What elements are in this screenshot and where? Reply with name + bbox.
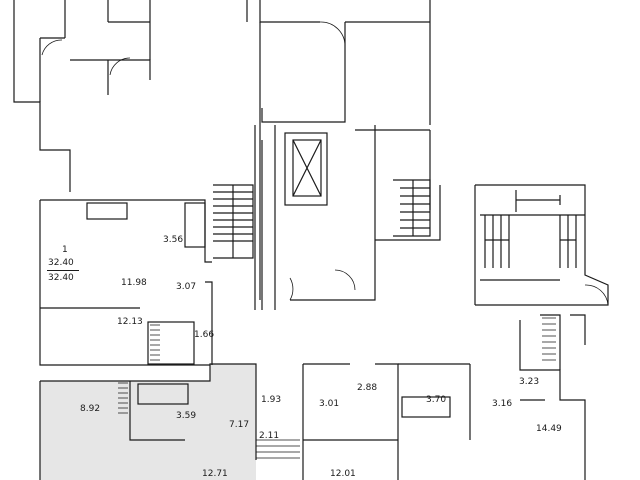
- room-area-label: 3.70: [426, 395, 447, 405]
- room-area-label: 12.13: [117, 317, 143, 327]
- room-area-label: 12.01: [330, 469, 356, 479]
- hatch-partition-2: [118, 382, 128, 414]
- room-area-label: 3.07: [176, 282, 197, 292]
- elevator-cab: [292, 139, 322, 197]
- room-area-label: 3.59: [176, 411, 197, 421]
- wall-core-left: [254, 22, 276, 310]
- wall-lower-left: [39, 363, 257, 480]
- bath-room-1: [147, 321, 195, 365]
- stair-right-block: [474, 184, 609, 306]
- room-area-label: 3.23: [519, 377, 540, 387]
- bath-lower-right: [401, 396, 451, 418]
- wall-lower-mid: [302, 363, 399, 480]
- room-area-label: 2.11: [259, 431, 280, 441]
- stair-right-top: [515, 190, 561, 212]
- room-area-label: 14.49: [536, 424, 562, 434]
- room-area-label: 3.16: [492, 399, 513, 409]
- door-top-3: [319, 21, 346, 47]
- room-area-label: 8.92: [80, 404, 101, 414]
- room-area-label: 2.88: [357, 383, 378, 393]
- wall-outer-top: [13, 0, 71, 192]
- room-area-label: 3.56: [163, 235, 184, 245]
- door-center: [334, 269, 356, 291]
- stair-left: [213, 184, 254, 259]
- room-area-label: 3.01: [319, 399, 340, 409]
- hatch-partition-1: [150, 324, 160, 361]
- wall-top-right: [246, 0, 431, 125]
- room-area-label: 1.66: [194, 330, 215, 340]
- bath-apartment-1: [184, 202, 206, 248]
- door-top-1: [41, 39, 63, 56]
- door-right-stair: [584, 284, 609, 306]
- wall-right-column: [540, 314, 586, 370]
- highlighted-apartment: [40, 364, 256, 480]
- elevator-cross: [292, 139, 322, 197]
- wall-top-left-block: [39, 37, 151, 102]
- apartment-living-area: 32.40: [48, 273, 74, 283]
- room-area-label: 7.17: [229, 420, 250, 430]
- room-area-label: 12.71: [202, 469, 228, 479]
- wall-center: [290, 125, 441, 301]
- kitchen-counter-1: [86, 202, 128, 220]
- wall-lower-right: [398, 320, 586, 480]
- door-core: [289, 277, 294, 301]
- door-top-2: [109, 57, 131, 76]
- stair-center: [393, 179, 431, 237]
- apartment-total-area: 32.40: [48, 258, 74, 268]
- hatch-partition-3: [542, 317, 556, 361]
- hatch-partition-4: [256, 439, 300, 459]
- stair-right-steps: [484, 215, 577, 268]
- room-area-label: 1.93: [261, 395, 282, 405]
- bath-lower-left: [137, 383, 189, 405]
- apartment-area-divider: [47, 270, 79, 271]
- elevator-shaft: [284, 132, 328, 206]
- room-area-label: 11.98: [121, 278, 147, 288]
- wall-top-middle: [64, 0, 151, 60]
- apartment-number: 1: [62, 245, 68, 255]
